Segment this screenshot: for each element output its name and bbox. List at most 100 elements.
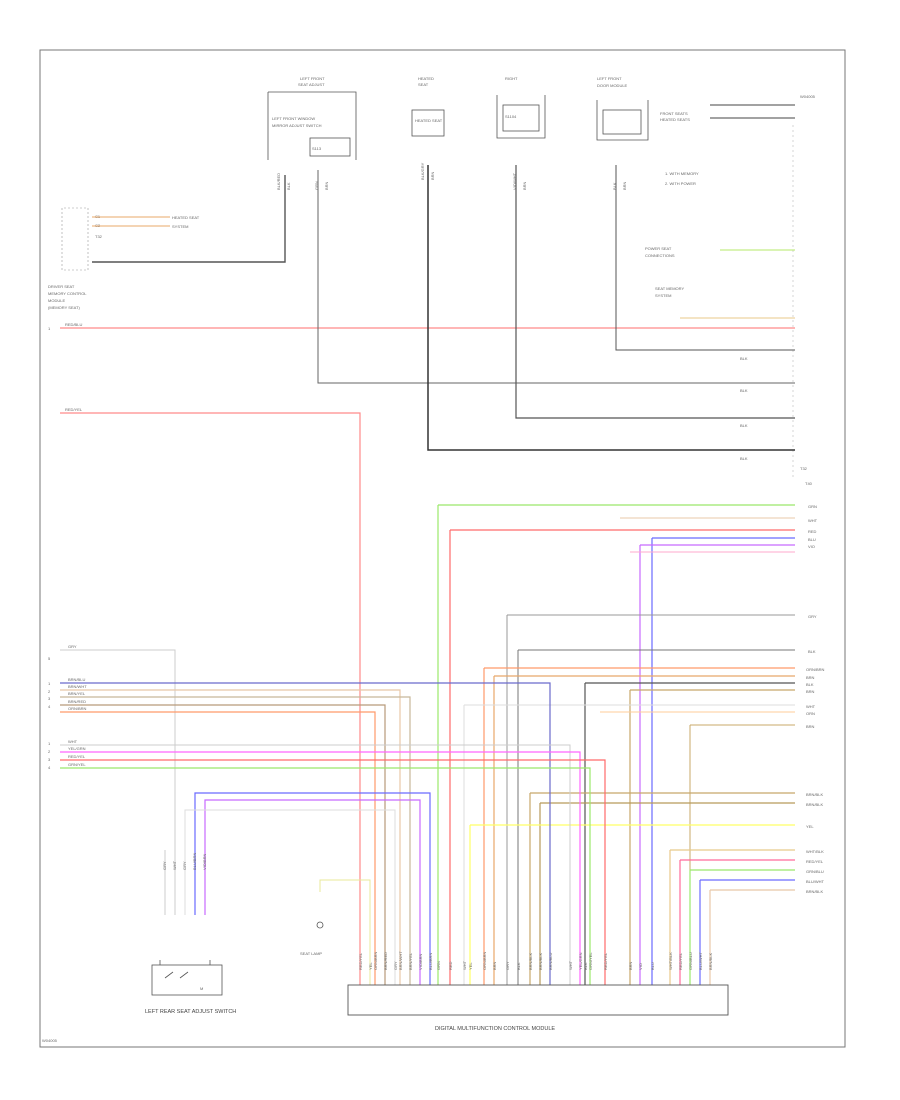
svg-text:BLK: BLK — [740, 423, 748, 428]
left-module: DRIVER SEAT MEMORY CONTROL MODULE (MEMOR… — [48, 207, 103, 310]
note-8: SYSTEM — [655, 293, 671, 298]
svg-text:BLK: BLK — [808, 649, 816, 654]
svg-text:SEAT ADJUST: SEAT ADJUST — [298, 82, 325, 87]
svg-text:HEATED SEAT: HEATED SEAT — [172, 215, 200, 220]
svg-text:SYSTEM: SYSTEM — [172, 224, 188, 229]
svg-text:YEL: YEL — [368, 962, 373, 970]
svg-text:GRY: GRY — [68, 644, 77, 649]
svg-text:ORN: ORN — [806, 711, 815, 716]
svg-text:1: 1 — [48, 326, 51, 331]
top-component-2: HEATED SEAT HEATED SEAT — [411, 76, 445, 137]
svg-text:1: 1 — [48, 681, 51, 686]
note-6: CONNECTIONS — [645, 253, 675, 258]
svg-text:BLK: BLK — [612, 182, 617, 190]
svg-text:RED: RED — [808, 529, 817, 534]
svg-text:BRN: BRN — [324, 181, 329, 190]
left-pin-labels: BRN/BLU BRN/WHT BRN/YEL BRN/RED ORN/BRN … — [48, 677, 87, 770]
svg-text:BLK: BLK — [583, 962, 588, 970]
svg-text:BRN/WHT: BRN/WHT — [68, 684, 87, 689]
comp-4-sub: DOOR MODULE — [597, 83, 628, 88]
left-rear-seat-switch: M LEFT REAR SEAT ADJUST SWITCH — [145, 960, 236, 1015]
svg-text:BRN: BRN — [806, 675, 815, 680]
svg-text:ORN/BRN: ORN/BRN — [806, 667, 825, 672]
comp-4-title: LEFT FRONT — [597, 76, 622, 81]
svg-text:BLK: BLK — [740, 388, 748, 393]
seat-lamp: SEAT LAMP — [300, 921, 324, 956]
svg-text:2: 2 — [48, 689, 51, 694]
svg-text:T32: T32 — [95, 234, 103, 239]
svg-text:ORN/BRN: ORN/BRN — [482, 951, 487, 970]
svg-text:3: 3 — [48, 696, 51, 701]
svg-text:BRN/BLK: BRN/BLK — [806, 792, 823, 797]
svg-text:ORN/BRN: ORN/BRN — [68, 706, 87, 711]
module-label: DIGITAL MULTIFUNCTION CONTROL MODULE — [435, 1026, 555, 1032]
comp-1-title: LEFT FRONT WINDOW — [272, 116, 315, 121]
svg-text:VIO: VIO — [638, 963, 643, 970]
svg-text:3: 3 — [48, 757, 51, 762]
diagram-frame — [39, 49, 846, 1048]
svg-text:BRN: BRN — [806, 689, 815, 694]
svg-text:BLU/WHT: BLU/WHT — [806, 879, 825, 884]
svg-text:RED/BLU: RED/BLU — [65, 322, 82, 327]
svg-text:BLU/WHT: BLU/WHT — [698, 951, 703, 970]
svg-text:BRN/BLK: BRN/BLK — [538, 953, 543, 970]
svg-text:BLU: BLU — [650, 962, 655, 970]
svg-text:BRN/BLK: BRN/BLK — [806, 802, 823, 807]
svg-text:WHT: WHT — [462, 960, 467, 970]
svg-text:BLU/BRN: BLU/BRN — [192, 853, 197, 870]
svg-text:RED/YEL: RED/YEL — [65, 407, 83, 412]
comp-3-part: S1104 — [505, 114, 517, 119]
note-1: FRONT SEATS — [660, 111, 688, 116]
svg-text:RED: RED — [448, 961, 453, 970]
svg-text:GRY: GRY — [182, 861, 187, 870]
top-component-1: S113 LEFT FRONT WINDOW MIRROR ADJUST SWI… — [267, 76, 357, 160]
svg-text:BRN/YEL: BRN/YEL — [68, 691, 86, 696]
svg-text:WHT/BLK: WHT/BLK — [806, 849, 824, 854]
svg-text:RED/YEL: RED/YEL — [806, 859, 824, 864]
svg-text:GRY: GRY — [505, 961, 510, 970]
svg-text:GRN/BLU: GRN/BLU — [806, 869, 824, 874]
svg-text:VIO/BRN: VIO/BRN — [202, 853, 207, 870]
right-notes: FRONT SEATS HEATED SEATS 1. WITH MEMORY … — [645, 111, 699, 298]
note-5: POWER SEAT — [645, 246, 672, 251]
svg-text:RED/YEL: RED/YEL — [68, 754, 86, 759]
svg-text:GRN: GRN — [314, 181, 319, 190]
svg-text:BRN: BRN — [430, 171, 435, 180]
left-text-3: MODULE — [48, 298, 65, 303]
svg-text:WHT: WHT — [808, 518, 818, 523]
svg-text:YEL: YEL — [468, 962, 473, 970]
svg-text:HEATED: HEATED — [418, 76, 434, 81]
left-text-4: (MEMORY SEAT) — [48, 305, 80, 310]
svg-text:GRN: GRN — [808, 504, 817, 509]
svg-text:YEL: YEL — [806, 824, 814, 829]
svg-text:VIO/BRN: VIO/BRN — [418, 953, 423, 970]
svg-text:BRN: BRN — [492, 961, 497, 970]
note-3: 1. WITH MEMORY — [665, 171, 699, 176]
svg-text:4: 4 — [48, 704, 51, 709]
svg-text:2: 2 — [48, 749, 51, 754]
lamp-label: SEAT LAMP — [300, 951, 322, 956]
svg-text:BLK: BLK — [516, 962, 521, 970]
top-component-3: RIGHT S1104 — [496, 76, 546, 139]
svg-text:WHT: WHT — [172, 860, 177, 870]
svg-text:LEFT FRONT: LEFT FRONT — [300, 76, 325, 81]
svg-text:4: 4 — [48, 765, 51, 770]
svg-text:T32: T32 — [800, 466, 808, 471]
svg-text:BLK: BLK — [740, 356, 748, 361]
svg-text:WHT: WHT — [806, 704, 816, 709]
module-pin-labels: RED/YEL YEL ORN/BRN BRN/RED GRY BRN/WHT … — [358, 951, 713, 970]
svg-text:W04005: W04005 — [42, 1038, 58, 1043]
svg-text:1: 1 — [48, 741, 51, 746]
comp-2-title: HEATED SEAT — [415, 118, 443, 123]
svg-text:RED/YEL: RED/YEL — [603, 952, 608, 970]
svg-text:T40: T40 — [805, 481, 813, 486]
svg-text:ORN/BRN: ORN/BRN — [373, 951, 378, 970]
svg-text:5: 5 — [48, 656, 51, 661]
svg-text:GRN/YEL: GRN/YEL — [588, 952, 593, 970]
comp-1-sub: MIRROR ADJUST SWITCH — [272, 123, 322, 128]
switch-pin-labels: GRY WHT GRY BLU/BRN VIO/BRN — [162, 853, 207, 870]
svg-text:RED/YEL: RED/YEL — [678, 952, 683, 970]
left-text-1: DRIVER SEAT — [48, 284, 75, 289]
svg-text:YEL/GRN: YEL/GRN — [578, 952, 583, 970]
